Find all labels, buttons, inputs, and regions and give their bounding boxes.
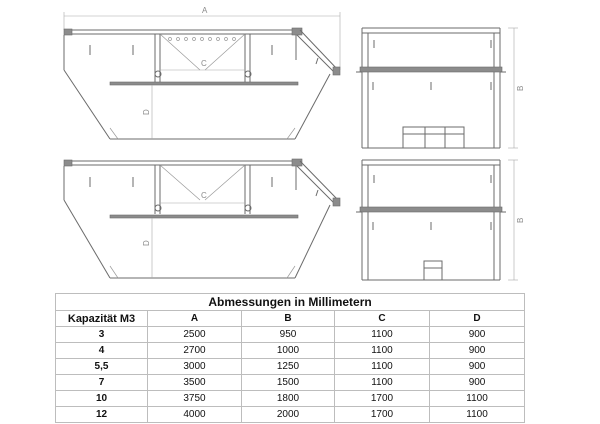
dim-label-a: A (202, 6, 208, 15)
dim-label-c: C (201, 59, 207, 68)
dim-label-c-2: C (201, 191, 207, 200)
dim-label-d: D (142, 109, 151, 115)
table-cell: 1000 (241, 342, 335, 359)
column-header: Kapazität M3 (55, 310, 148, 327)
table-cell: 1100 (428, 406, 526, 423)
column-header: A (147, 310, 242, 327)
table-cell: 1100 (428, 390, 526, 407)
table-cell: 4000 (147, 406, 242, 423)
column-header: B (241, 310, 335, 327)
table-cell: 1100 (334, 342, 430, 359)
table-row: 10 3750 1800 1700 1100 (55, 390, 526, 407)
technical-drawings: A C (63, 6, 525, 281)
dimensions-table: Abmessungen in Millimetern Kapazität M3 … (54, 293, 526, 423)
table-cell: 1500 (241, 374, 335, 391)
table-cell: 900 (428, 358, 526, 375)
table-cell: 900 (428, 326, 526, 343)
table-cell: 3500 (147, 374, 242, 391)
table-cell: 3750 (147, 390, 242, 407)
table-cell: 2700 (147, 342, 242, 359)
table-cell: 10 (55, 390, 148, 407)
table-cell: 1100 (334, 358, 430, 375)
table-cell: 900 (428, 374, 526, 391)
table-row: 7 3500 1500 1100 900 (55, 374, 526, 391)
side-view-bottom: C D (63, 158, 341, 279)
table-title: Abmessungen in Millimetern (54, 293, 526, 311)
table-row: 12 4000 2000 1700 1100 (55, 406, 526, 423)
table-cell: 950 (241, 326, 335, 343)
table-cell: 1100 (334, 374, 430, 391)
table-cell: 3000 (147, 358, 242, 375)
table-row: 3 2500 950 1100 900 (55, 326, 526, 343)
table-cell: 4 (55, 342, 148, 359)
table-cell: 1250 (241, 358, 335, 375)
dim-label-d-2: D (142, 240, 151, 246)
table-row: 4 2700 1000 1100 900 (55, 342, 526, 359)
table-cell: 3 (55, 326, 148, 343)
table-cell: 1800 (241, 390, 335, 407)
table-cell: 2000 (241, 406, 335, 423)
table-cell: 1700 (334, 406, 430, 423)
front-view-bottom: B (356, 159, 525, 281)
table-cell: 7 (55, 374, 148, 391)
dim-label-b: B (516, 86, 525, 91)
table-cell: 1100 (334, 326, 430, 343)
dim-label-b-2: B (516, 218, 525, 223)
table-cell: 900 (428, 342, 526, 359)
front-view-top: B (356, 27, 525, 149)
column-header: C (334, 310, 430, 327)
table-cell: 5,5 (55, 358, 148, 375)
table-cell: 1700 (334, 390, 430, 407)
table-header-row: Kapazität M3 A B C D (55, 310, 526, 327)
table-cell: 12 (55, 406, 148, 423)
side-view-top: A C (63, 6, 341, 140)
table-cell: 2500 (147, 326, 242, 343)
column-header: D (428, 310, 526, 327)
table-row: 5,5 3000 1250 1100 900 (55, 358, 526, 375)
